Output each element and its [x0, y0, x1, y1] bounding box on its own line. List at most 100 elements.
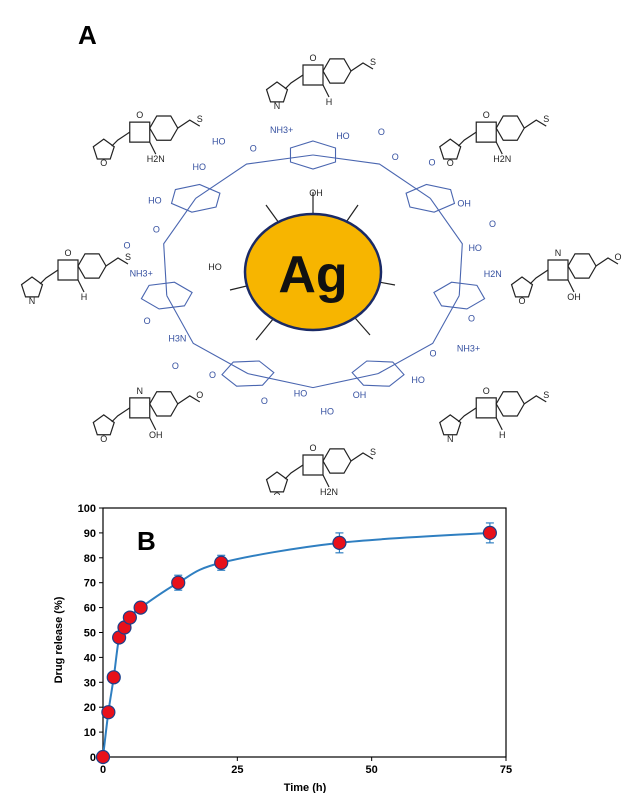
- panel-b-chart: B 0 10 20 30 40 50 60 70 80 90 100 0 25 50 75 Time (h)…: [0, 495, 634, 794]
- cd-atom-label: OH: [353, 390, 367, 400]
- cd-atom-label: O: [430, 349, 437, 359]
- x-tick-label: 50: [366, 764, 378, 776]
- drug-atom-label: H2N: [493, 154, 511, 164]
- glycosidic-bond: [429, 197, 463, 296]
- glucose-unit: [433, 281, 486, 310]
- data-point: [482, 525, 497, 541]
- chart-ticks: 0 10 20 30 40 50 60 70 80 90 100 0 25 50 75: [78, 503, 512, 776]
- glycosidic-bond: [247, 373, 379, 389]
- cd-atom-label: HO: [321, 407, 335, 417]
- data-point: [214, 555, 229, 570]
- drug-atom-label: O: [483, 110, 490, 120]
- y-tick-label: 100: [78, 503, 96, 515]
- cd-atom-label: O: [261, 396, 268, 406]
- data-point: [332, 535, 347, 550]
- data-point: [122, 610, 137, 625]
- cd-atom-label: NH3+: [457, 344, 480, 354]
- drug-atom-label: N: [447, 434, 454, 444]
- x-tick-label: 75: [500, 764, 512, 776]
- panel-b-letter: B: [137, 526, 156, 556]
- drug-atom-label: O: [447, 158, 454, 168]
- drug-atom-label: O: [100, 434, 107, 444]
- y-tick-label: 70: [84, 578, 96, 590]
- drug-atom-label: S: [370, 57, 376, 67]
- cd-atom-label: O: [468, 314, 475, 324]
- cd-atom-label: HO: [148, 196, 162, 206]
- y-tick-label: 80: [84, 553, 96, 565]
- drug-atom-label: O: [309, 53, 316, 63]
- glycosidic-bond: [163, 197, 197, 296]
- drug-atom-label: H: [326, 97, 333, 107]
- x-tick-label: 0: [100, 764, 106, 776]
- drug-atom-label: O: [518, 296, 525, 306]
- plot-frame: [102, 507, 507, 758]
- y-tick-label: 90: [84, 528, 96, 540]
- drug-atom-label: H: [499, 430, 506, 440]
- glycosidic-bond: [195, 154, 314, 199]
- cephalosporin-molecule: O N H S: [265, 53, 376, 111]
- chart-axes: [102, 507, 507, 758]
- core-oh-label: OH: [309, 188, 323, 198]
- y-tick-label: 50: [84, 628, 96, 640]
- release-curve: [102, 531, 490, 758]
- drug-atom-label: S: [197, 114, 203, 124]
- y-tick-label: 10: [84, 727, 96, 739]
- glucose-unit: [170, 183, 221, 213]
- data-point: [95, 749, 111, 765]
- silver-core: [243, 212, 383, 332]
- y-axis-label: Drug release (%): [53, 596, 65, 683]
- cephalosporin-molecule: O O H2N S: [439, 110, 549, 168]
- release-chart: B 0 10 20 30 40 50 60 70 80 90 100 0 25 50 75 Time (h)…: [53, 503, 512, 794]
- cd-atom-label: H2N: [484, 269, 502, 279]
- drug-atom-label: S: [543, 114, 549, 124]
- drug-atom-label: O: [614, 252, 621, 262]
- y-tick-label: 40: [84, 652, 96, 664]
- y-tick-label: 60: [84, 603, 96, 615]
- silver-core-label: Ag: [278, 246, 347, 304]
- y-tick-label: 0: [90, 752, 96, 764]
- drug-atom-label: H: [81, 292, 88, 302]
- drug-atom-label: H2N: [320, 487, 338, 495]
- cd-atom-label: HO: [336, 131, 350, 141]
- glycosidic-bond: [377, 295, 460, 375]
- x-tick-label: 25: [231, 764, 243, 776]
- drug-atom-label: N: [137, 386, 144, 396]
- y-tick-label: 30: [84, 677, 96, 689]
- cd-atom-label: H3N: [168, 333, 186, 343]
- cd-atom-label: HO: [294, 389, 308, 399]
- data-point: [106, 670, 121, 685]
- drug-atom-label: O: [483, 386, 490, 396]
- core-ho-label: HO: [208, 262, 222, 272]
- cd-atom-label: HO: [468, 243, 482, 253]
- cd-atom-label: O: [378, 127, 385, 137]
- cd-atom-label: HO: [193, 162, 207, 172]
- drug-atom-label: N: [29, 296, 36, 306]
- glucose-unit: [221, 360, 275, 387]
- drug-atom-label: O: [100, 158, 107, 168]
- cd-atom-label: HO: [411, 375, 425, 385]
- glycosidic-bond: [312, 154, 431, 199]
- drug-atom-label: O: [309, 443, 316, 453]
- cd-atom-label: O: [172, 361, 179, 371]
- glucose-unit: [140, 281, 193, 310]
- drug-atom-label: S: [125, 252, 131, 262]
- cd-atom-label: NH3+: [130, 269, 153, 279]
- x-axis-label: Time (h): [284, 782, 327, 793]
- drug-atom-label: O: [136, 110, 143, 120]
- drug-atom-label: S: [543, 390, 549, 400]
- cd-atom-label: O: [209, 370, 216, 380]
- glucose-unit: [405, 183, 456, 213]
- cd-atom-label: HO: [212, 137, 226, 147]
- drug-atom-label: N: [274, 101, 281, 111]
- data-point: [133, 600, 148, 615]
- glycosidic-bond: [166, 295, 249, 375]
- glucose-unit: [351, 360, 405, 387]
- cephalosporin-molecule: O N H S: [439, 386, 549, 444]
- cd-atom-label: OH: [457, 198, 471, 208]
- y-tick-label: 20: [84, 702, 96, 714]
